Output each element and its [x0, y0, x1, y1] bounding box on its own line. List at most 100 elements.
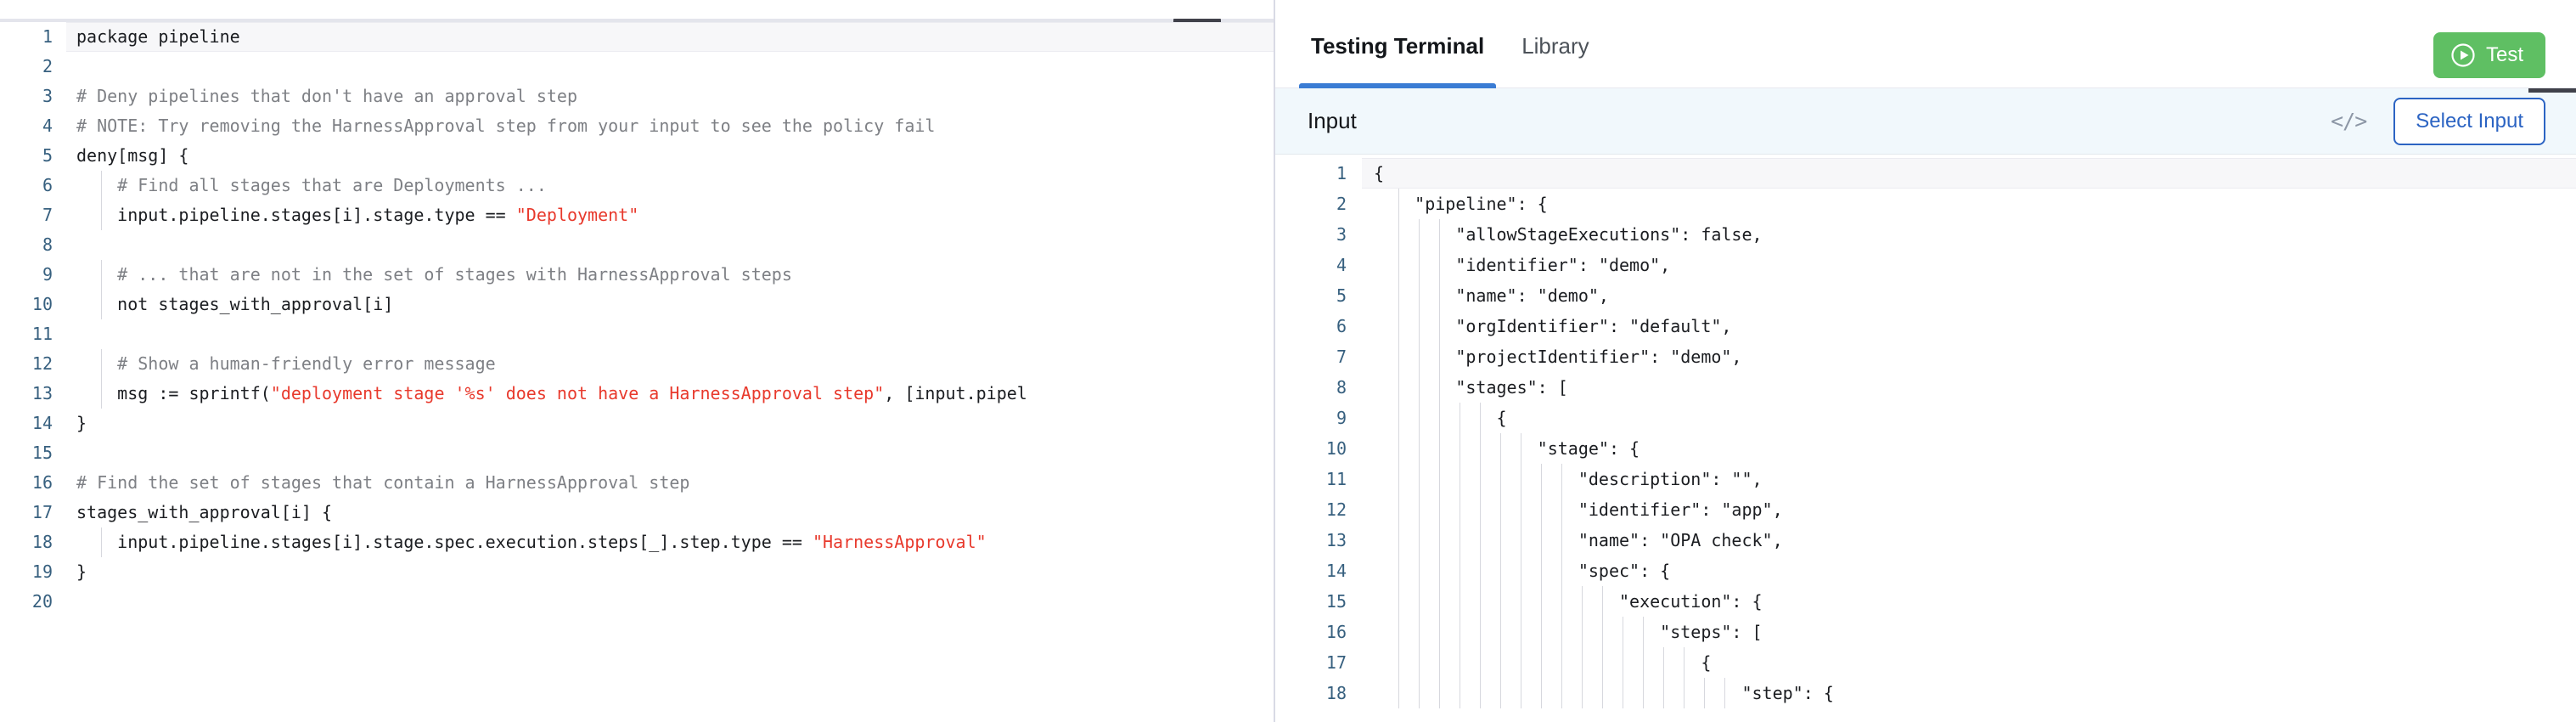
indent-guide	[1684, 678, 1685, 708]
input-json-scroll[interactable]: 1{2 "pipeline": {3 "allowStageExecutions…	[1275, 155, 2576, 722]
json-row[interactable]: 7 "projectIdentifier": "demo",	[1275, 341, 2576, 372]
code-token-plain: deny[msg] {	[76, 145, 189, 166]
code-line-content[interactable]: # NOTE: Try removing the HarnessApproval…	[66, 111, 1274, 141]
code-row[interactable]: 12 # Show a human-friendly error message	[0, 349, 1274, 379]
json-row[interactable]: 5 "name": "demo",	[1275, 280, 2576, 311]
line-number: 7	[42, 205, 53, 225]
json-line-content[interactable]: {	[1362, 403, 2576, 433]
json-line-content[interactable]: "stage": {	[1362, 433, 2576, 464]
json-row[interactable]: 16 "steps": [	[1275, 617, 2576, 647]
json-row[interactable]: 6 "orgIdentifier": "default",	[1275, 311, 2576, 341]
json-row[interactable]: 18 "step": {	[1275, 678, 2576, 708]
code-line-content[interactable]: deny[msg] {	[66, 141, 1274, 171]
json-row[interactable]: 17 {	[1275, 647, 2576, 678]
test-button[interactable]: Test	[2433, 31, 2545, 78]
indent-guide	[1582, 617, 1583, 647]
code-row[interactable]: 19}	[0, 557, 1274, 587]
code-line-content[interactable]: # ... that are not in the set of stages …	[66, 260, 1274, 290]
code-view-toggle-icon[interactable]: </>	[2331, 109, 2367, 133]
indent-guide	[1500, 464, 1501, 494]
code-row[interactable]: 9 # ... that are not in the set of stage…	[0, 260, 1274, 290]
right-minimize-bar-icon[interactable]	[2528, 88, 2576, 93]
json-row[interactable]: 9 {	[1275, 403, 2576, 433]
json-row[interactable]: 3 "allowStageExecutions": false,	[1275, 219, 2576, 250]
input-json-lines[interactable]: 1{2 "pipeline": {3 "allowStageExecutions…	[1275, 158, 2576, 708]
code-line-content[interactable]: # Show a human-friendly error message	[66, 349, 1274, 379]
code-row[interactable]: 8	[0, 230, 1274, 260]
code-row[interactable]: 11	[0, 319, 1274, 349]
tab-testing-terminal[interactable]: Testing Terminal	[1292, 22, 1503, 88]
code-row[interactable]: 14}	[0, 409, 1274, 438]
indent-guide	[1398, 250, 1399, 280]
minimize-bar-icon[interactable]	[1173, 19, 1221, 23]
json-line-content[interactable]: "stages": [	[1362, 372, 2576, 403]
indent-guide	[1541, 556, 1542, 586]
json-text: {	[1374, 163, 1385, 183]
code-row[interactable]: 20	[0, 587, 1274, 617]
code-line-content[interactable]: # Find all stages that are Deployments .…	[66, 171, 1274, 200]
json-line-content[interactable]: "pipeline": {	[1362, 189, 2576, 219]
json-line-content[interactable]: "description": "",	[1362, 464, 2576, 494]
json-line-content[interactable]: "name": "demo",	[1362, 280, 2576, 311]
json-row[interactable]: 4 "identifier": "demo",	[1275, 250, 2576, 280]
code-line-content[interactable]: # Find the set of stages that contain a …	[66, 468, 1274, 498]
line-number: 2	[42, 56, 53, 76]
json-line-content[interactable]: "steps": [	[1362, 617, 2576, 647]
json-row[interactable]: 8 "stages": [	[1275, 372, 2576, 403]
json-row[interactable]: 12 "identifier": "app",	[1275, 494, 2576, 525]
code-line-content[interactable]: }	[66, 557, 1274, 587]
code-line-content[interactable]: # Deny pipelines that don't have an appr…	[66, 82, 1274, 111]
code-token-comment: # Show a human-friendly error message	[76, 353, 496, 374]
code-line-content[interactable]: }	[66, 409, 1274, 438]
line-number: 3	[1336, 224, 1347, 245]
json-line-content[interactable]: "spec": {	[1362, 556, 2576, 586]
code-row[interactable]: 2	[0, 52, 1274, 82]
json-row[interactable]: 11 "description": "",	[1275, 464, 2576, 494]
code-row[interactable]: 10 not stages_with_approval[i]	[0, 290, 1274, 319]
code-row[interactable]: 3# Deny pipelines that don't have an app…	[0, 82, 1274, 111]
json-line-content[interactable]: "orgIdentifier": "default",	[1362, 311, 2576, 341]
indent-guide	[1561, 647, 1562, 678]
json-line-content[interactable]: "execution": {	[1362, 586, 2576, 617]
code-row[interactable]: 18 input.pipeline.stages[i].stage.spec.e…	[0, 527, 1274, 557]
code-line-content[interactable]: msg := sprintf("deployment stage '%s' do…	[66, 379, 1274, 409]
indent-guide	[1561, 525, 1562, 556]
code-line-content[interactable]: package pipeline	[66, 22, 1274, 52]
code-token-plain: stages_with_approval[i] {	[76, 502, 333, 522]
tab-library[interactable]: Library	[1521, 33, 1589, 59]
code-row[interactable]: 15	[0, 438, 1274, 468]
line-number: 8	[42, 234, 53, 255]
code-row[interactable]: 6 # Find all stages that are Deployments…	[0, 171, 1274, 200]
select-input-button[interactable]: Select Input	[2393, 97, 2545, 145]
code-row[interactable]: 4# NOTE: Try removing the HarnessApprova…	[0, 111, 1274, 141]
json-line-content[interactable]: "identifier": "app",	[1362, 494, 2576, 525]
json-line-content[interactable]: {	[1362, 158, 2576, 189]
json-line-content[interactable]: "projectIdentifier": "demo",	[1362, 341, 2576, 372]
json-row[interactable]: 15 "execution": {	[1275, 586, 2576, 617]
code-line-content[interactable]: input.pipeline.stages[i].stage.type == "…	[66, 200, 1274, 230]
code-line-content[interactable]: stages_with_approval[i] {	[66, 498, 1274, 527]
json-line-content[interactable]: "name": "OPA check",	[1362, 525, 2576, 556]
json-row[interactable]: 14 "spec": {	[1275, 556, 2576, 586]
json-line-content[interactable]: {	[1362, 647, 2576, 678]
code-row[interactable]: 13 msg := sprintf("deployment stage '%s'…	[0, 379, 1274, 409]
indent-guide	[1398, 525, 1399, 556]
json-line-content[interactable]: "identifier": "demo",	[1362, 250, 2576, 280]
json-row[interactable]: 10 "stage": {	[1275, 433, 2576, 464]
json-row[interactable]: 1{	[1275, 158, 2576, 189]
line-number: 9	[42, 264, 53, 285]
code-line-content[interactable]: not stages_with_approval[i]	[66, 290, 1274, 319]
code-row[interactable]: 16# Find the set of stages that contain …	[0, 468, 1274, 498]
json-line-content[interactable]: "allowStageExecutions": false,	[1362, 219, 2576, 250]
editor-topbar-divider	[0, 19, 1274, 22]
json-row[interactable]: 2 "pipeline": {	[1275, 189, 2576, 219]
code-line-content[interactable]: input.pipeline.stages[i].stage.spec.exec…	[66, 527, 1274, 557]
json-row[interactable]: 13 "name": "OPA check",	[1275, 525, 2576, 556]
json-line-content[interactable]: "step": {	[1362, 678, 2576, 708]
code-row[interactable]: 7 input.pipeline.stages[i].stage.type ==…	[0, 200, 1274, 230]
